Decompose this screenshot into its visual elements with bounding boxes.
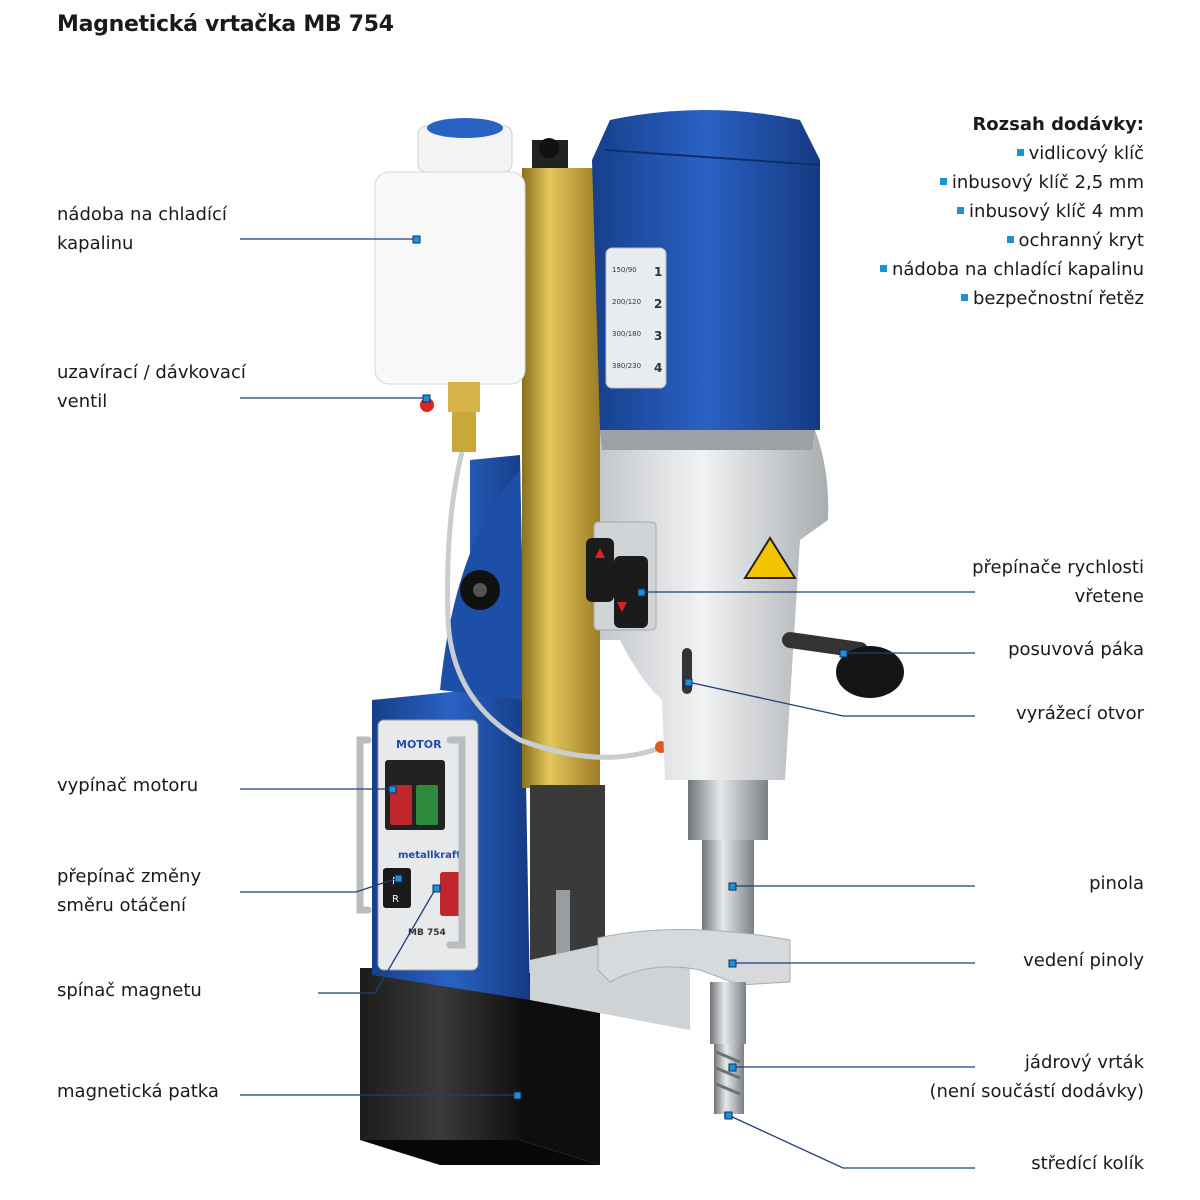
label-quill-guide: vedení pinoly bbox=[1023, 950, 1144, 971]
speed-2-gear: 2 bbox=[654, 297, 662, 311]
delivery-scope-heading: Rozsah dodávky: bbox=[972, 114, 1144, 135]
bullet-square-icon bbox=[957, 206, 965, 214]
delivery-item: vidlicový klíč bbox=[880, 139, 1144, 168]
page-title: Magnetická vrtačka MB 754 bbox=[57, 12, 394, 37]
speed-plate bbox=[605, 247, 667, 389]
label-quill: pinola bbox=[1089, 873, 1144, 894]
speed-3-range: 300/180 bbox=[612, 330, 641, 338]
speed-3-gear: 3 bbox=[654, 329, 662, 343]
control-panel: MOTOR metallkraft F R MB 754 bbox=[356, 719, 479, 971]
reverse-key-text: R bbox=[392, 894, 399, 905]
gold-column bbox=[522, 138, 605, 970]
magnet-switch[interactable] bbox=[440, 872, 464, 916]
speed-1-gear: 1 bbox=[654, 265, 662, 279]
delivery-item: ochranný kryt bbox=[880, 226, 1144, 255]
speed-2-range: 200/120 bbox=[612, 298, 641, 306]
motor-off-button[interactable] bbox=[390, 785, 412, 825]
speed-4-range: 380/230 bbox=[612, 362, 641, 370]
label-speed-switch: přepínače rychlosti vřetene bbox=[972, 557, 1144, 607]
quill-assembly bbox=[597, 780, 791, 1118]
speed-1-range: 150/90 bbox=[612, 266, 637, 274]
delivery-item: nádoba na chladící kapalinu bbox=[879, 255, 1144, 284]
label-feed-lever: posuvová páka bbox=[1008, 639, 1144, 660]
label-direction-switch: přepínač změny směru otáčení bbox=[57, 866, 202, 916]
motor-housing: 150/90 1 200/120 2 300/180 3 380/230 4 bbox=[592, 110, 821, 430]
feed-lever[interactable] bbox=[782, 632, 904, 698]
bullet-square-icon bbox=[939, 177, 947, 185]
label-magnetic-base: magnetická patka bbox=[57, 1081, 219, 1102]
hot-surface-warning-icon bbox=[743, 536, 797, 579]
label-pilot-pin: středící kolík bbox=[1031, 1153, 1144, 1174]
leader-markers bbox=[388, 235, 848, 1120]
bullet-square-icon bbox=[961, 293, 968, 301]
bullet-square-icon bbox=[1006, 235, 1014, 243]
label-core-drill: jádrový vrták (není součástí dodávky) bbox=[929, 1052, 1144, 1102]
label-ejector-hole: vyrážecí otvor bbox=[1015, 703, 1144, 724]
model-text: MB 754 bbox=[408, 928, 446, 938]
delivery-item: inbusový klíč 4 mm bbox=[880, 197, 1144, 226]
leader-lines bbox=[240, 238, 975, 1169]
bullet-square-icon bbox=[1016, 148, 1024, 156]
ejector-slot bbox=[682, 648, 692, 694]
delivery-scope: Rozsah dodávky: vidlicový klíč inbusový … bbox=[879, 110, 1144, 313]
delivery-item: bezpečnostní řetěz bbox=[880, 284, 1144, 313]
gearbox-housing bbox=[586, 430, 829, 780]
bullet-square-icon bbox=[879, 264, 887, 272]
speed-switch-a[interactable] bbox=[586, 538, 614, 602]
label-valve: uzavírací / dávkovací ventil bbox=[57, 362, 246, 412]
quill-guide bbox=[597, 929, 791, 986]
brand-text: metallkraft bbox=[398, 850, 461, 861]
motor-on-button[interactable] bbox=[416, 785, 438, 825]
label-magnet-switch: spínač magnetu bbox=[57, 980, 202, 1001]
label-coolant-tank: nádoba na chladící kapalinu bbox=[57, 204, 227, 254]
label-motor-switch: vypínač motoru bbox=[57, 775, 199, 796]
speed-4-gear: 4 bbox=[654, 361, 662, 375]
motor-text: MOTOR bbox=[396, 738, 442, 751]
coolant-tank bbox=[374, 118, 667, 760]
direction-switch[interactable] bbox=[383, 868, 411, 908]
delivery-item: inbusový klíč 2,5 mm bbox=[880, 168, 1144, 197]
